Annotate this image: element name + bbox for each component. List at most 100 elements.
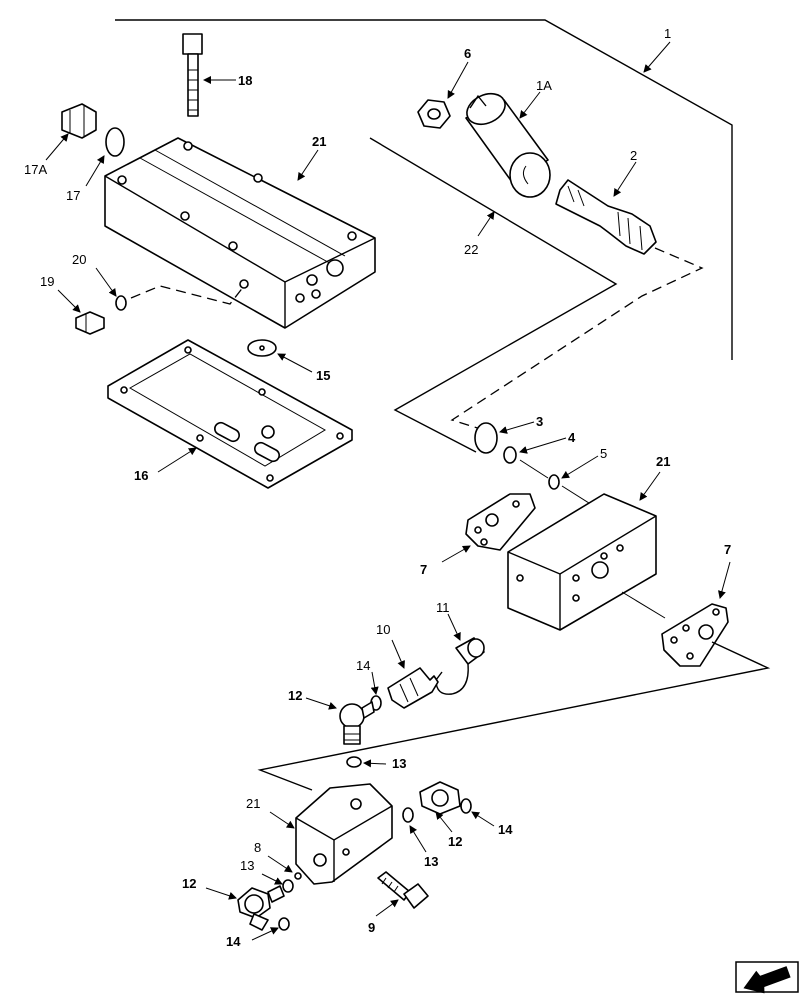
label-21b: 21 — [656, 454, 670, 469]
bracket-line-1 — [115, 19, 733, 360]
leader-10 — [391, 639, 405, 669]
label-19: 19 — [40, 274, 54, 289]
o-ring-13-a — [346, 756, 362, 768]
bolt-9 — [377, 871, 429, 909]
label-14a: 14 — [356, 658, 370, 673]
elbow-fitting-12-b — [419, 781, 461, 815]
valve-block-bottom-21 — [295, 783, 393, 885]
gasket-7-right — [661, 603, 729, 667]
nut-6 — [417, 99, 451, 129]
label-12b: 12 — [448, 834, 462, 849]
o-ring-20 — [115, 295, 127, 311]
label-9: 9 — [368, 920, 375, 935]
label-3: 3 — [536, 414, 543, 429]
label-11: 11 — [436, 600, 450, 615]
leader-13b — [409, 825, 427, 853]
o-ring-8 — [294, 872, 302, 880]
label-17A: 17A — [24, 162, 47, 177]
leader-13a — [363, 759, 387, 768]
o-ring-13-c — [282, 879, 294, 893]
plug-19 — [75, 311, 105, 335]
plug-17A — [61, 103, 97, 139]
leader-21c — [269, 811, 295, 829]
label-20: 20 — [72, 252, 86, 267]
o-ring-13-b — [402, 807, 414, 823]
label-12c: 12 — [182, 876, 196, 891]
coupler-10 — [387, 667, 439, 709]
gasket-16 — [107, 339, 353, 489]
leader-1 — [643, 41, 671, 73]
leader-5 — [561, 455, 599, 479]
leader-7b — [718, 561, 731, 599]
label-16: 16 — [134, 468, 148, 483]
leader-7a — [441, 545, 471, 563]
seal-17 — [105, 127, 125, 157]
leader-15 — [277, 353, 313, 373]
label-14c: 14 — [226, 934, 241, 949]
leader-3 — [499, 421, 535, 434]
label-15: 15 — [316, 368, 330, 383]
o-ring-5 — [548, 474, 560, 490]
seal-3 — [474, 422, 498, 454]
label-4: 4 — [568, 430, 576, 445]
label-13c: 13 — [240, 858, 254, 873]
label-6: 6 — [464, 46, 471, 61]
label-17: 17 — [66, 188, 80, 203]
label-7a: 7 — [420, 562, 427, 577]
label-5: 5 — [600, 446, 607, 461]
label-13b: 13 — [424, 854, 438, 869]
next-page-arrow-icon[interactable] — [735, 961, 799, 1000]
label-12a: 12 — [288, 688, 302, 703]
leader-11 — [447, 613, 461, 641]
leader-13c — [261, 873, 283, 885]
leader-20 — [95, 267, 117, 297]
leader-14b — [471, 811, 495, 827]
leader-14a — [370, 671, 379, 695]
leader-2 — [613, 161, 637, 197]
leader-17A — [45, 133, 69, 161]
leader-6 — [447, 61, 469, 99]
leader-16 — [157, 447, 197, 473]
leader-19 — [57, 289, 81, 313]
o-ring-14-c — [278, 917, 290, 931]
leader-12b — [435, 811, 453, 833]
axis-line-5 — [519, 459, 549, 479]
cartridge-valve-2 — [555, 179, 657, 255]
elbow-fitting-12-c — [237, 885, 285, 931]
leader-12c — [205, 887, 237, 900]
label-21a: 21 — [312, 134, 326, 149]
label-7b: 7 — [724, 542, 731, 557]
label-10: 10 — [376, 622, 390, 637]
axis-line-7 — [621, 591, 666, 619]
dust-cap-11 — [435, 637, 485, 695]
coil-1A — [465, 92, 551, 198]
bracket-line-22 — [369, 137, 618, 453]
valve-block-top-21 — [104, 137, 376, 329]
bolt-18 — [182, 33, 203, 117]
label-14b: 14 — [498, 822, 513, 837]
seal-4 — [503, 446, 517, 464]
leader-14c — [251, 927, 279, 941]
label-8: 8 — [254, 840, 261, 855]
leader-22 — [477, 211, 495, 237]
label-18: 18 — [238, 73, 252, 88]
o-ring-14-b — [460, 798, 472, 814]
bracket-line-bottom — [257, 641, 771, 791]
label-1A: 1A — [536, 78, 552, 93]
label-2: 2 — [630, 148, 637, 163]
leader-8 — [267, 855, 293, 873]
leader-dash-2 — [450, 247, 704, 433]
leader-dash-20 — [130, 285, 245, 305]
washer-15 — [247, 339, 277, 357]
leader-17 — [85, 155, 105, 187]
elbow-fitting-12-a — [339, 701, 375, 745]
label-22: 22 — [464, 242, 478, 257]
leader-9 — [375, 899, 399, 917]
leader-1A — [519, 91, 541, 119]
leader-12a — [305, 697, 337, 710]
label-1: 1 — [664, 26, 671, 41]
leader-4 — [519, 437, 567, 454]
leader-21b — [639, 471, 661, 501]
leader-21a — [297, 149, 319, 181]
